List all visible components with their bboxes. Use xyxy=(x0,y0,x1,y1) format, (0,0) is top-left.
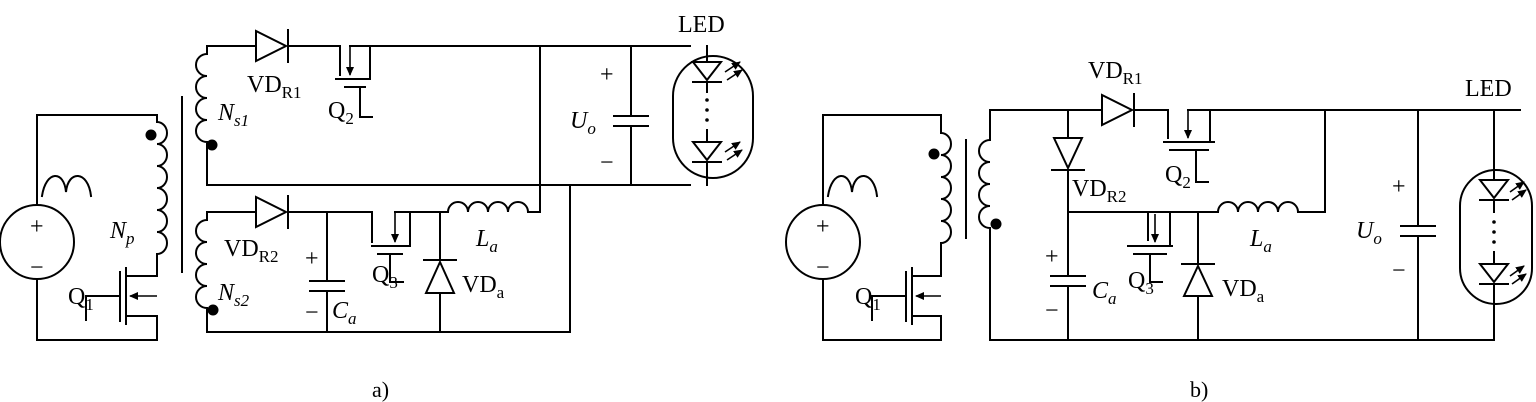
primary-winding-b xyxy=(928,131,952,245)
dc-pulse-icon-a xyxy=(40,175,93,198)
inductor-la-a xyxy=(439,201,541,213)
diode-vdr1-a xyxy=(255,29,289,63)
dot-ns1-a xyxy=(206,139,218,151)
diode-vdr1-b xyxy=(1101,93,1135,127)
ns1-label-a: Ns1 xyxy=(217,100,249,130)
source-minus-a: − xyxy=(30,255,44,281)
diagram-a: + − Np Q1 Ns1 xyxy=(0,12,754,402)
ca-minus-b: − xyxy=(1045,298,1059,324)
mosfet-q3-b xyxy=(1127,211,1199,283)
dot-np-b xyxy=(928,148,940,160)
vdr2-label-b: VDR2 xyxy=(1072,176,1127,206)
led-label-a: LED xyxy=(678,12,725,38)
mosfet-q3-a xyxy=(371,211,441,283)
ca-label-b: Ca xyxy=(1092,278,1117,308)
source-plus-b: + xyxy=(816,214,830,240)
vdr2-label-a: VDR2 xyxy=(224,236,279,266)
secondary-winding-b xyxy=(978,109,1002,341)
dot-ns2-a xyxy=(207,304,219,316)
diode-vdr2-a xyxy=(255,195,289,229)
q2-label-a: Q2 xyxy=(328,98,354,128)
led-string-b xyxy=(1459,109,1533,341)
capacitor-uo-b xyxy=(1400,109,1436,341)
capacitor-ca-b xyxy=(1050,211,1086,341)
ns2-label-a: Ns2 xyxy=(217,280,250,310)
q1-label-b: Q1 xyxy=(855,284,881,314)
source-plus-a: + xyxy=(30,214,44,240)
capacitor-uo-a xyxy=(613,45,649,186)
vda-label-b: VDa xyxy=(1222,276,1265,306)
q2-label-b: Q2 xyxy=(1165,162,1191,192)
vdr1-label-b: VDR1 xyxy=(1088,58,1143,88)
q3-label-b: Q3 xyxy=(1128,268,1154,298)
la-label-b: La xyxy=(1249,226,1272,256)
ac-source-b: + − xyxy=(785,175,879,281)
uo-minus-a: − xyxy=(600,150,614,176)
la-label-a: La xyxy=(475,226,498,256)
ca-minus-a: − xyxy=(305,300,319,326)
vdr1-label-a: VDR1 xyxy=(247,72,302,102)
dot-ns-b xyxy=(990,218,1002,230)
ac-source-a: + − xyxy=(0,175,93,281)
q3-label-a: Q3 xyxy=(372,262,398,292)
dc-pulse-icon-b xyxy=(826,175,879,198)
source-minus-b: − xyxy=(816,255,830,281)
inductor-la-b xyxy=(1197,109,1326,213)
q1-label-a: Q1 xyxy=(68,284,94,314)
vda-label-a: VDa xyxy=(462,272,505,302)
led-label-b: LED xyxy=(1465,76,1512,102)
mosfet-q1-b xyxy=(871,267,941,325)
caption-b: b) xyxy=(1190,377,1208,402)
led-string-a xyxy=(672,45,754,186)
dot-np-a xyxy=(145,129,157,141)
diode-vda-a xyxy=(423,211,457,333)
primary-winding-a xyxy=(145,120,168,256)
mosfet-q2-b xyxy=(1163,109,1521,183)
uo-label-a: Uo xyxy=(570,108,596,138)
ca-label-a: Ca xyxy=(332,298,357,328)
caption-a: a) xyxy=(372,377,389,402)
np-label-a: Np xyxy=(109,218,135,248)
mosfet-q2-a xyxy=(335,45,541,118)
diode-vda-b xyxy=(1181,211,1215,341)
ca-plus-a: + xyxy=(305,246,319,272)
uo-plus-a: + xyxy=(600,62,614,88)
capacitor-ca-a xyxy=(309,211,345,333)
diode-vdr2-b xyxy=(1051,109,1085,213)
ca-plus-b: + xyxy=(1045,244,1059,270)
uo-plus-b: + xyxy=(1392,174,1406,200)
mosfet-q1-a xyxy=(85,267,157,325)
diagram-b: + − Q1 xyxy=(785,58,1533,402)
uo-minus-b: − xyxy=(1392,258,1406,284)
secondary-winding-1-a xyxy=(195,45,218,186)
uo-label-b: Uo xyxy=(1356,218,1382,248)
secondary-winding-2-a xyxy=(195,211,219,333)
